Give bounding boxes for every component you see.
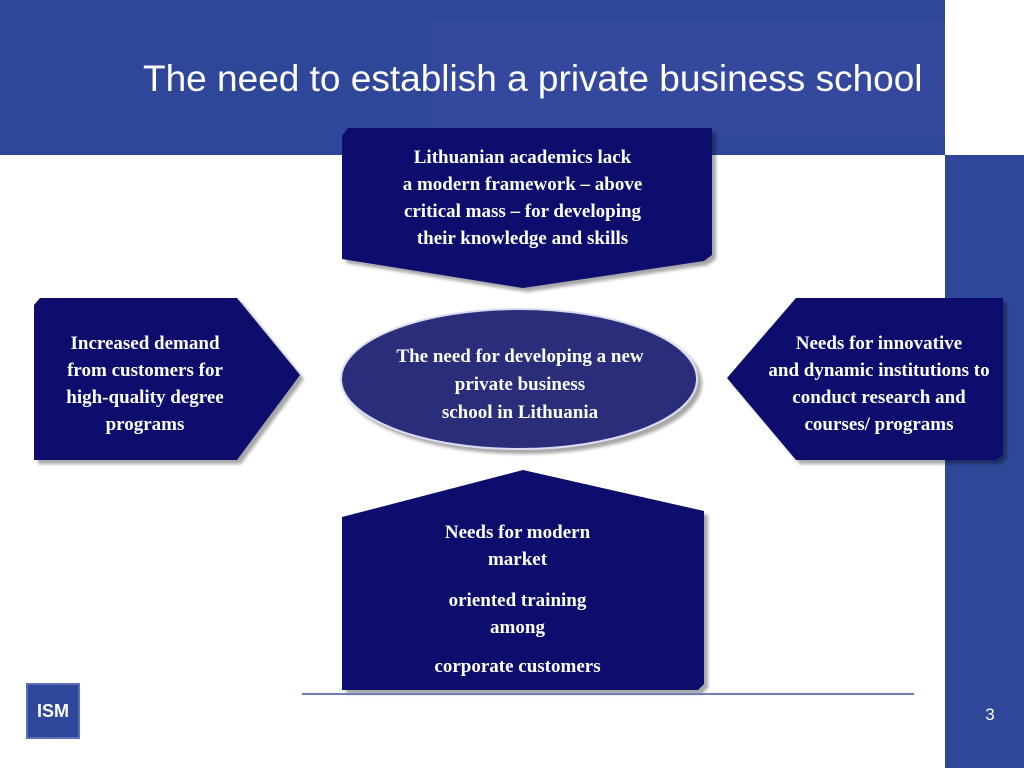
right-box-text: Needs for innovative and dynamic institu… <box>745 328 1013 440</box>
top-arrow-box <box>342 128 712 288</box>
right-box-line: and dynamic institutions to <box>768 360 990 381</box>
right-arrow-box <box>727 298 1003 460</box>
bottom-box-line: Needs for modern <box>444 521 591 543</box>
left-arrow-box <box>34 298 300 460</box>
right-sidebar-bar <box>945 155 1024 768</box>
top-box-line: Lithuanian academics lack <box>413 147 632 168</box>
top-box-text: Lithuanian academics lack a modern frame… <box>350 142 695 254</box>
ism-logo: ISM <box>26 683 80 739</box>
center-line: The need for developing a new <box>396 346 644 367</box>
center-line: private business <box>454 374 586 395</box>
bottom-box-text: Needs for modern market oriented trainin… <box>360 516 675 682</box>
bottom-box-line: oriented training <box>448 589 587 611</box>
page-number: 3 <box>985 705 995 724</box>
top-box-line: their knowledge and skills <box>416 228 629 249</box>
right-box-line: conduct research and <box>792 387 966 408</box>
left-box-line: high-quality degree <box>66 387 224 408</box>
right-box-line: courses/ programs <box>804 414 954 435</box>
top-box-line: a modern framework – above <box>402 174 643 195</box>
left-box-text: Increased demand from customers for high… <box>38 328 252 440</box>
center-line: school in Lithuania <box>441 402 599 423</box>
bottom-arrow-box <box>342 470 704 690</box>
bottom-box-line: market <box>487 548 548 570</box>
left-box-line: from customers for <box>67 360 223 381</box>
footer-divider <box>302 693 914 695</box>
top-box-line: critical mass – for developing <box>403 201 642 222</box>
corner-panel <box>945 0 1024 155</box>
header-accent <box>432 20 945 135</box>
slide-title: The need to establish a private business… <box>143 58 923 99</box>
center-ellipse <box>340 308 698 450</box>
left-box-line: Increased demand <box>70 333 220 354</box>
bottom-box-line: among <box>490 616 545 638</box>
right-box-line: Needs for innovative <box>795 333 963 354</box>
bottom-box-line: corporate customers <box>434 655 601 677</box>
center-text: The need for developing a new private bu… <box>350 340 690 430</box>
left-box-line: programs <box>105 414 185 435</box>
